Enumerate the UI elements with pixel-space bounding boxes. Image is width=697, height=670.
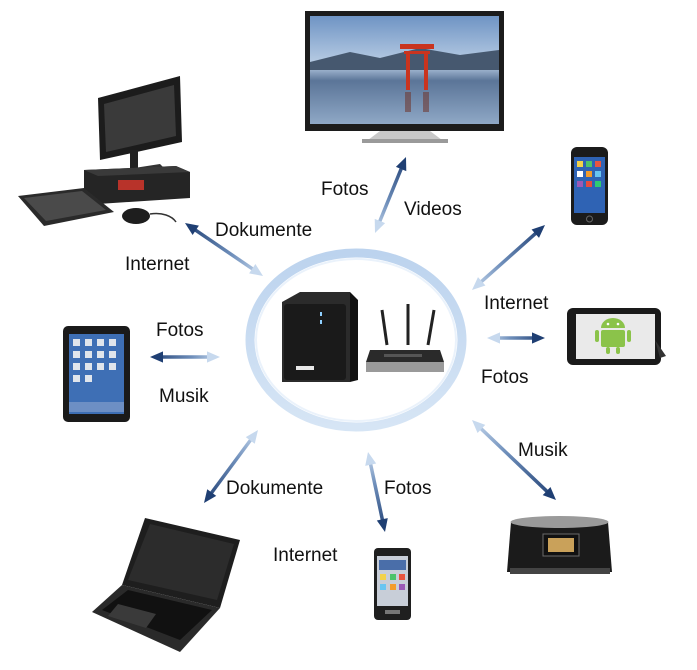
- desktop-pc-icon: [18, 76, 190, 226]
- label-pc-internet: Internet: [125, 254, 190, 275]
- label-tablet-fotos: Fotos: [481, 367, 529, 388]
- label-laptop-dokumente: Dokumente: [226, 478, 324, 499]
- laptop-icon: [92, 518, 240, 652]
- network-ring-inner: [255, 258, 457, 422]
- network-ring: [245, 248, 467, 432]
- label-ipad-fotos: Fotos: [156, 320, 204, 341]
- arrow-phone: [472, 225, 545, 290]
- router-icon: [366, 304, 444, 372]
- tv-icon: [305, 11, 504, 143]
- speaker-dock-icon: [507, 516, 612, 574]
- arrow-tablet: [487, 332, 545, 344]
- label-phone-internet: Internet: [273, 545, 338, 566]
- label-tablet-internet: Internet: [484, 293, 549, 314]
- tablet-ipad-icon: [63, 326, 130, 422]
- label-pc-dokumente: Dokumente: [215, 220, 313, 241]
- arrow-laptop: [204, 430, 258, 503]
- arrow-desktop: [185, 223, 263, 276]
- arrow-speaker: [472, 420, 556, 500]
- smartphone-icon: [571, 147, 608, 225]
- smartphone-small-icon: [374, 548, 411, 620]
- arrow-ipad: [150, 351, 220, 363]
- arrow-small-phone: [365, 452, 388, 532]
- arrow-tv: [374, 157, 407, 233]
- label-ipad-musik: Musik: [159, 386, 209, 407]
- tablet-android-icon: [567, 308, 666, 365]
- label-tv-videos: Videos: [404, 199, 462, 220]
- nas-drive-icon: [282, 292, 358, 382]
- label-speaker-musik: Musik: [518, 440, 568, 461]
- label-tv-fotos: Fotos: [321, 179, 369, 200]
- label-phone-fotos: Fotos: [384, 478, 432, 499]
